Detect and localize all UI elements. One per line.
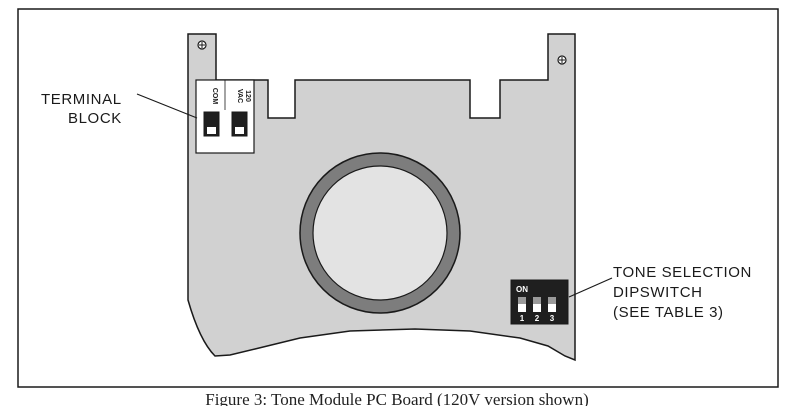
dipswitch-leader-line bbox=[568, 277, 613, 298]
dip-toggle bbox=[533, 297, 541, 312]
tone-selection-label-line1: TONE SELECTION bbox=[613, 264, 752, 281]
terminal-slot bbox=[207, 127, 216, 134]
dip-toggle bbox=[548, 297, 556, 312]
terminal-block-label-line2: BLOCK bbox=[68, 110, 122, 127]
dip-number-2: 2 bbox=[535, 314, 540, 323]
tone-selection-label-line3: (SEE TABLE 3) bbox=[613, 304, 724, 321]
screw-icon bbox=[557, 55, 567, 65]
dip-toggle-slider bbox=[548, 297, 556, 304]
terminal-leader-line bbox=[136, 93, 198, 119]
tone-selection-label-line2: DIPSWITCH bbox=[613, 284, 703, 301]
dip-toggle-slider bbox=[518, 297, 526, 304]
terminal-label-vac: VAC bbox=[236, 89, 243, 103]
figure-caption: Figure 3: Tone Module PC Board (120V ver… bbox=[205, 390, 589, 406]
dipswitch-on-label: ON bbox=[516, 285, 528, 294]
terminal-slot bbox=[235, 127, 244, 134]
dip-number-3: 3 bbox=[550, 314, 555, 323]
dip-toggle bbox=[518, 297, 526, 312]
terminal-block-label-line1: TERMINAL bbox=[41, 91, 122, 108]
terminal-label-120: 120 bbox=[244, 90, 251, 102]
dipswitch: ON 1 2 3 bbox=[510, 279, 569, 325]
terminal-label-com: COM bbox=[211, 88, 218, 105]
speaker-cone bbox=[312, 165, 448, 301]
dip-number-1: 1 bbox=[520, 314, 525, 323]
terminal-block: COM 120 VAC bbox=[195, 79, 255, 154]
dip-toggle-slider bbox=[533, 297, 541, 304]
speaker bbox=[299, 152, 461, 314]
screw-icon bbox=[197, 40, 207, 50]
